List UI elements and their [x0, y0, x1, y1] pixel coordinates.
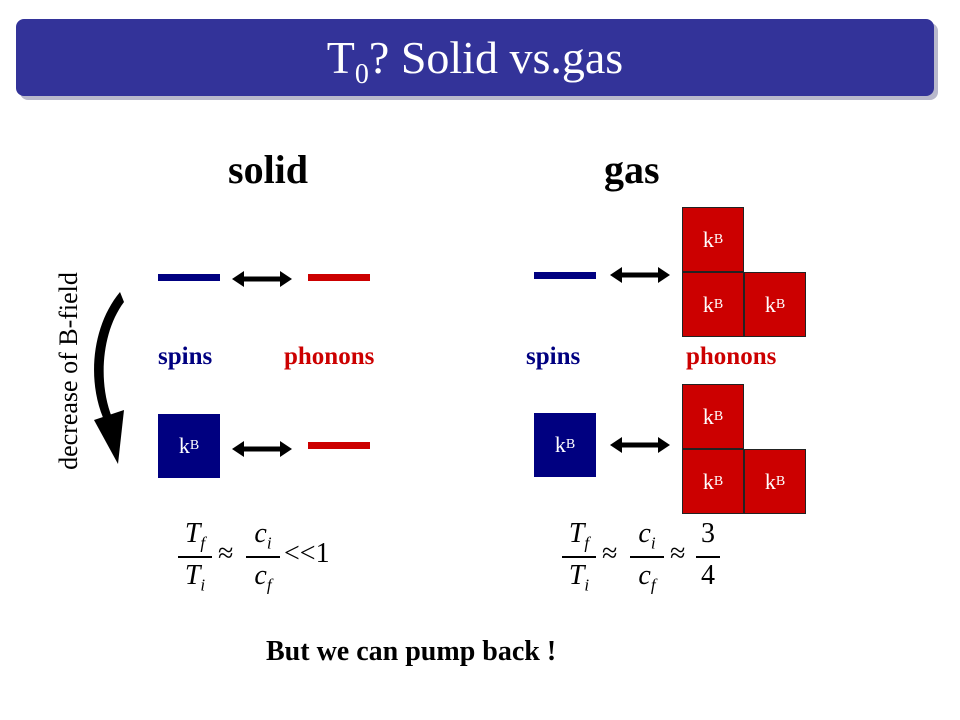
solid-heading: solid	[228, 147, 309, 192]
slide-title: T0? Solid vs.gas	[16, 19, 934, 96]
gas-spin-level-top	[534, 272, 596, 279]
gas-heading: gas	[604, 147, 660, 192]
solid-phonon-level-top	[308, 274, 370, 281]
solid-spins-label: spins	[158, 343, 213, 370]
gas-formula: Tf Ti ≈ ci cf ≈ 3 4	[562, 518, 722, 600]
solid-phonons-label: phonons	[284, 343, 375, 370]
solid-exchange-arrow-bottom-icon	[232, 441, 292, 457]
curved-arrow-icon	[94, 292, 124, 464]
title-rest: ? Solid vs.gas	[368, 32, 624, 83]
title-main: T	[326, 32, 355, 83]
solid-spin-level-top	[158, 274, 220, 281]
solid-formula: Tf Ti ≈ ci cf <<1	[178, 518, 348, 600]
gas-phonons-label: phonons	[686, 343, 777, 370]
footer-text: But we can pump back !	[266, 636, 557, 667]
gas-exchange-arrow-top-icon	[610, 267, 670, 283]
title-subscript: 0	[354, 59, 369, 91]
solid-phonon-level-bottom	[308, 442, 370, 449]
title-bar	[16, 19, 934, 96]
gas-exchange-arrow-bottom-icon	[610, 437, 670, 453]
solid-exchange-arrow-top-icon	[232, 271, 292, 287]
gas-spins-label: spins	[526, 343, 581, 370]
